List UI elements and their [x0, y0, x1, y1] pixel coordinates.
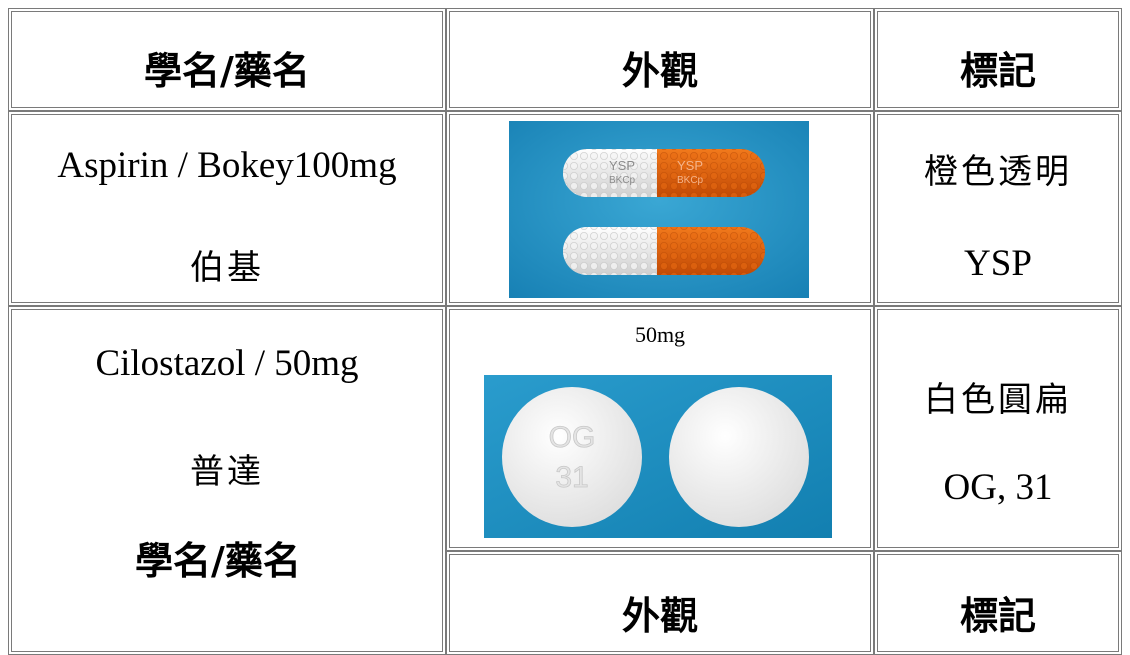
- tablet-back: [669, 387, 809, 527]
- row1-marking: YSP: [964, 243, 1032, 284]
- capsule-illustration: YSP BKCp YSP BKCp: [509, 121, 809, 298]
- header-cell-name: [8, 8, 446, 111]
- header-name: 學名/藥名: [144, 49, 310, 93]
- repeat-header-appearance: 外觀: [621, 594, 698, 638]
- capsule-photo: YSP BKCp YSP BKCp: [509, 121, 809, 298]
- row2-color-shape: 白色圓扁: [924, 380, 1072, 420]
- header-marking: 標記: [959, 49, 1036, 93]
- capsule-top: YSP BKCp YSP BKCp: [563, 149, 765, 197]
- svg-text:YSP: YSP: [677, 158, 703, 173]
- tablet-photo: OG 31: [484, 375, 832, 538]
- capsule-bottom: [563, 227, 765, 275]
- header-appearance: 外觀: [621, 49, 698, 93]
- svg-text:OG: OG: [549, 421, 596, 454]
- tablet-illustration: OG 31: [484, 375, 832, 538]
- tablet-front: OG 31: [502, 387, 642, 527]
- row1-cell-name: [8, 111, 446, 306]
- svg-text:BKCp: BKCp: [677, 175, 704, 186]
- row2-photo-label: 50mg: [634, 322, 686, 347]
- repeat-header-name: 學名/藥名: [135, 539, 301, 583]
- repeat-header-marking: 標記: [959, 594, 1036, 638]
- svg-text:31: 31: [555, 461, 588, 494]
- row2-cell-marking: [874, 306, 1122, 551]
- row1-generic-name: Aspirin / Bokey100mg: [57, 145, 397, 186]
- row2-cell-appearance: [446, 306, 874, 551]
- svg-text:BKCp: BKCp: [609, 175, 636, 186]
- row2-marking: OG, 31: [943, 467, 1053, 508]
- row2-brand-name: 普達: [190, 452, 264, 492]
- row1-brand-name: 伯基: [190, 248, 264, 288]
- header-cell-appearance: [446, 8, 874, 111]
- row1-color-shape: 橙色透明: [924, 152, 1072, 192]
- svg-text:YSP: YSP: [609, 158, 635, 173]
- row1-cell-appearance: [446, 111, 874, 306]
- header-cell-marking: [874, 8, 1122, 111]
- row2-generic-name: Cilostazol / 50mg: [95, 343, 359, 384]
- row1-cell-marking: [874, 111, 1122, 306]
